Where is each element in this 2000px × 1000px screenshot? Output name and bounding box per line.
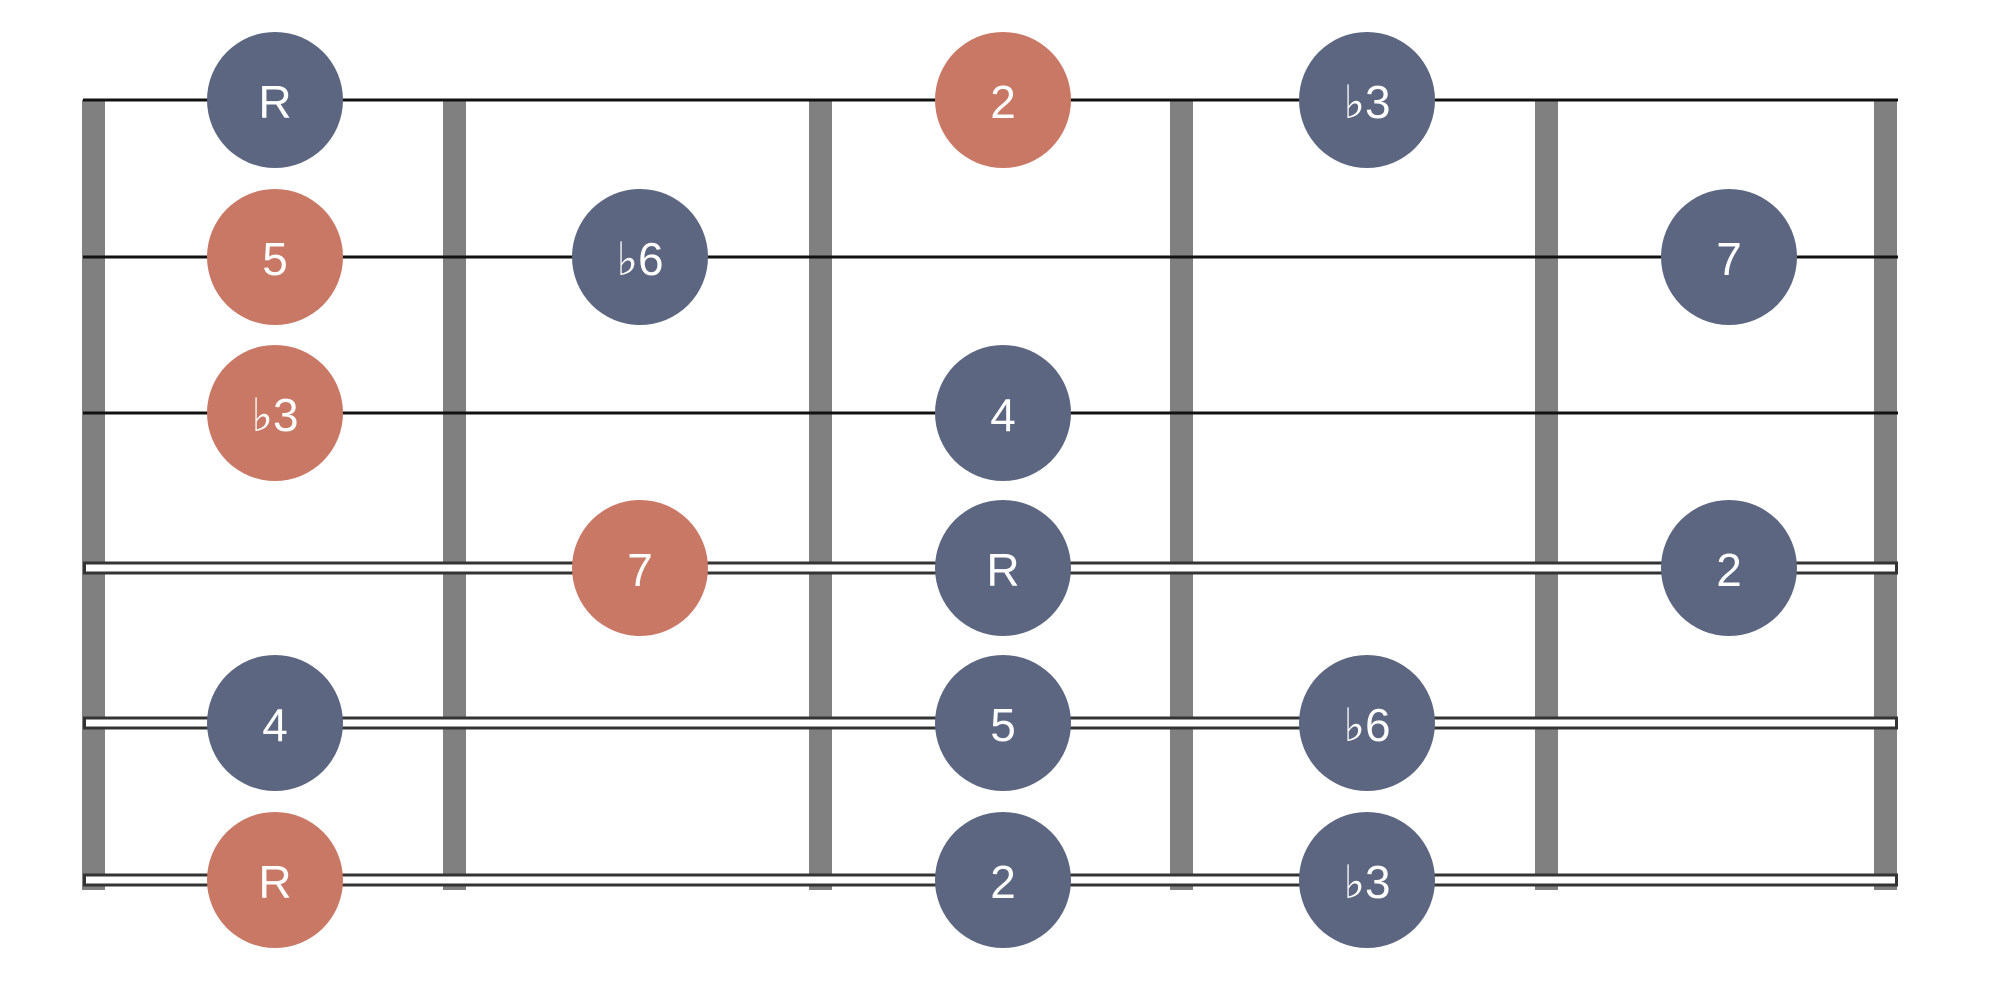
note-circle-blue (572, 189, 708, 325)
note-marker: R (207, 32, 343, 168)
frets (82, 100, 1897, 890)
note-label: 2 (990, 856, 1016, 908)
note-marker: ♭3 (1299, 32, 1435, 168)
note-label: ♭3 (1343, 76, 1390, 128)
note-marker: 4 (935, 345, 1071, 481)
note-circle-blue (1661, 500, 1797, 636)
note-circle-orange (207, 345, 343, 481)
note-label: 4 (990, 389, 1016, 441)
note-label: 7 (1716, 233, 1742, 285)
note-label: R (986, 544, 1019, 596)
note-label: R (258, 856, 291, 908)
note-circle-blue (1299, 655, 1435, 791)
note-marker: 2 (935, 32, 1071, 168)
note-circle-blue (935, 812, 1071, 948)
fret-1 (82, 100, 105, 890)
note-label: ♭6 (1343, 699, 1390, 751)
note-marker: 7 (572, 500, 708, 636)
note-circle-blue (1299, 812, 1435, 948)
note-circle-blue (1299, 32, 1435, 168)
note-circle-blue (207, 32, 343, 168)
note-circle-blue (207, 655, 343, 791)
note-marker: ♭6 (1299, 655, 1435, 791)
note-marker: 7 (1661, 189, 1797, 325)
note-marker: ♭6 (572, 189, 708, 325)
note-marker: 2 (1661, 500, 1797, 636)
note-circle-blue (935, 345, 1071, 481)
note-label: ♭3 (1343, 856, 1390, 908)
fret-2 (443, 100, 466, 890)
note-marker: ♭3 (207, 345, 343, 481)
note-marker: 5 (207, 189, 343, 325)
note-circle-blue (935, 500, 1071, 636)
fret-4 (1170, 100, 1193, 890)
note-circle-orange (207, 189, 343, 325)
note-marker: 4 (207, 655, 343, 791)
note-marker: 5 (935, 655, 1071, 791)
note-marker: ♭3 (1299, 812, 1435, 948)
note-circle-orange (935, 32, 1071, 168)
note-label: ♭6 (616, 233, 663, 285)
note-marker: 2 (935, 812, 1071, 948)
note-circle-orange (572, 500, 708, 636)
fret-5 (1535, 100, 1558, 890)
fret-3 (809, 100, 832, 890)
note-marker: R (207, 812, 343, 948)
note-label: 2 (990, 76, 1016, 128)
note-circle-blue (935, 655, 1071, 791)
note-label: ♭3 (251, 389, 298, 441)
fret-6 (1874, 100, 1897, 890)
note-label: 7 (627, 544, 653, 596)
note-label: 2 (1716, 544, 1742, 596)
note-circle-orange (207, 812, 343, 948)
note-label: 5 (990, 699, 1016, 751)
note-circle-blue (1661, 189, 1797, 325)
note-marker: R (935, 500, 1071, 636)
note-label: 4 (262, 699, 288, 751)
note-label: R (258, 76, 291, 128)
note-label: 5 (262, 233, 288, 285)
